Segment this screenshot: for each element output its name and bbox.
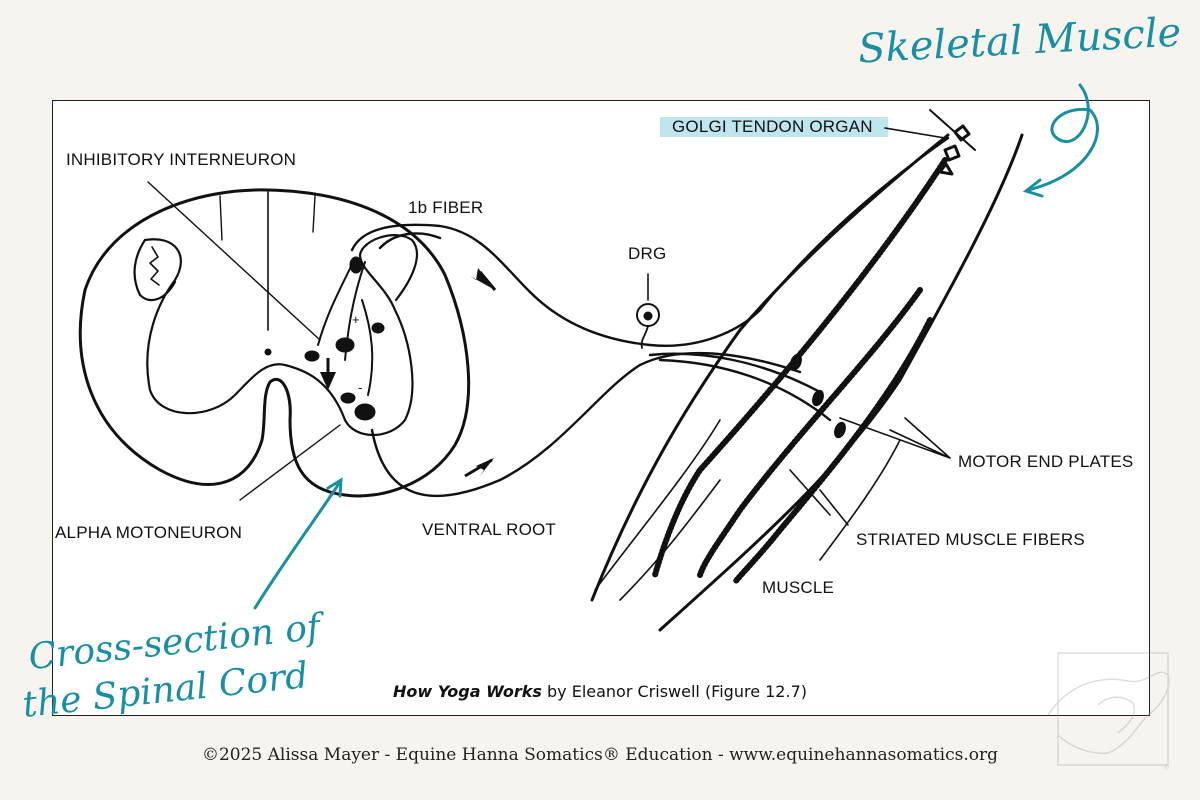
muscle-fiber [652, 157, 948, 578]
label-striated-muscle-fibers: STRIATED MUSCLE FIBERS [856, 530, 1085, 549]
teal-arrow-muscle [1026, 83, 1099, 192]
motor-end-plate [834, 421, 846, 439]
muscle-fiber [732, 317, 933, 585]
spinal-cord-outline [78, 188, 471, 498]
label-inhibitory-interneuron: INHIBITORY INTERNEURON [66, 150, 297, 169]
golgi-tendon-organ-shape [938, 124, 971, 176]
svg-text:®: ® [1162, 763, 1170, 772]
label-1b-fiber: 1b FIBER [408, 198, 484, 217]
fiber-1b [350, 136, 950, 347]
label-ventral-root: VENTRAL ROOT [422, 520, 557, 539]
arrow-interneuron [320, 372, 336, 390]
copyright-footer: ©2025 Alissa Mayer - Equine Hanna Somati… [201, 745, 998, 765]
label-alpha-motoneuron: ALPHA MOTONEURON [55, 523, 243, 542]
alpha-motoneuron-body [354, 403, 376, 421]
horse-logo: ® [1047, 652, 1170, 772]
interneuron-body [335, 337, 355, 353]
muscle-fiber [697, 287, 923, 578]
label-golgi-tendon-organ: GOLGI TENDON ORGAN [672, 117, 873, 136]
teal-arrow-spinal-cord [253, 480, 342, 610]
motor-end-plate [812, 389, 824, 407]
label-muscle: MUSCLE [762, 578, 835, 597]
figure-frame [52, 100, 1150, 716]
caption-author: by Eleanor Criswell (Figure 12.7) [541, 682, 807, 701]
golgi-highlight [660, 117, 888, 137]
label-motor-end-plates: MOTOR END PLATES [958, 452, 1134, 471]
label-plus-sign: + [352, 312, 360, 327]
ventral-root [370, 351, 802, 498]
gray-matter [143, 234, 418, 437]
motor-end-plate [790, 353, 802, 371]
figure-caption: How Yoga Works by Eleanor Criswell (Figu… [0, 682, 1200, 701]
caption-book-title: How Yoga Works [393, 682, 542, 701]
muscle-outline [590, 133, 950, 602]
label-minus-sign: - [358, 380, 363, 395]
label-drg: DRG [628, 244, 667, 263]
